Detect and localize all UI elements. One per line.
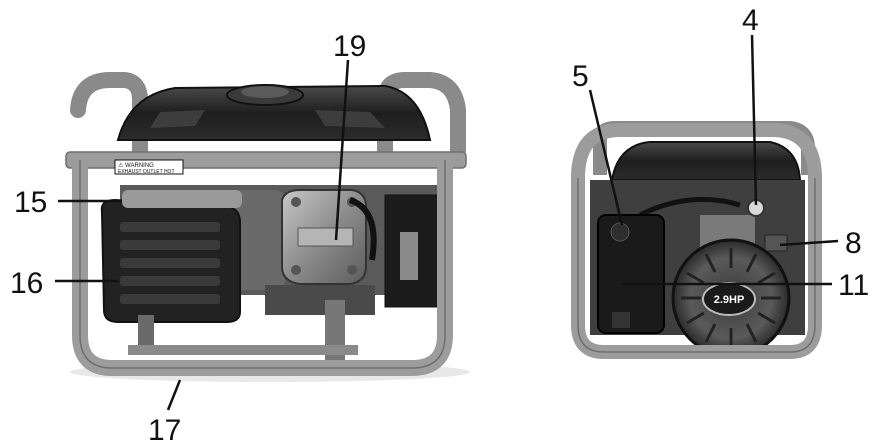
callout-17: 17 — [148, 414, 181, 443]
fuel-cap-top — [241, 86, 289, 98]
head-cover-logo — [297, 227, 354, 247]
head-bolt — [291, 265, 301, 275]
head-bolt — [347, 265, 357, 275]
frame-front-edge — [577, 175, 816, 353]
callout-5: 5 — [572, 60, 589, 93]
callout-numbers: 19 15 16 17 4 5 8 11 — [10, 4, 869, 443]
callout-16: 16 — [10, 267, 43, 300]
muffler-louvers — [120, 222, 220, 304]
air-filter-cover — [597, 214, 665, 334]
frame-top-arc — [571, 123, 822, 179]
spark-plug-wire — [348, 197, 377, 261]
air-filter-tab — [612, 312, 630, 328]
panel-label — [400, 232, 418, 280]
air-filter-knob — [610, 222, 630, 242]
head-bolt — [291, 197, 301, 207]
hp-label: 2.9HP — [714, 294, 745, 306]
leader-8 — [779, 239, 839, 247]
recoil-slots — [681, 248, 781, 348]
fuel-valve — [764, 234, 788, 252]
callout-leaders — [55, 34, 839, 411]
crankcase — [265, 285, 375, 315]
callout-11: 11 — [838, 269, 869, 302]
exhaust-label: EXHAUST OUTLET HOT — [118, 169, 175, 175]
warning-label: ⚠ WARNING — [118, 162, 154, 169]
generator-side-view: ⚠ WARNING EXHAUST OUTLET HOT — [65, 72, 470, 382]
callout-15: 15 — [14, 186, 47, 219]
callout-19: 19 — [333, 30, 366, 63]
heat-shield — [122, 190, 242, 208]
leader-5 — [588, 89, 624, 226]
fuel-line — [638, 196, 741, 218]
callout-8: 8 — [845, 227, 862, 260]
frame-back — [70, 72, 148, 158]
base-bar — [128, 345, 358, 355]
leader-19 — [334, 59, 350, 241]
leader-17 — [166, 379, 182, 411]
fuel-tank — [610, 141, 802, 181]
callout-4: 4 — [742, 4, 759, 37]
tank-panel-right — [315, 110, 385, 128]
tank-panel-left — [150, 110, 205, 128]
warning-sticker — [114, 159, 184, 175]
generator-end-view: 2.9HP — [571, 121, 822, 359]
leader-4 — [750, 34, 758, 206]
frame-front-edge — [79, 160, 446, 369]
